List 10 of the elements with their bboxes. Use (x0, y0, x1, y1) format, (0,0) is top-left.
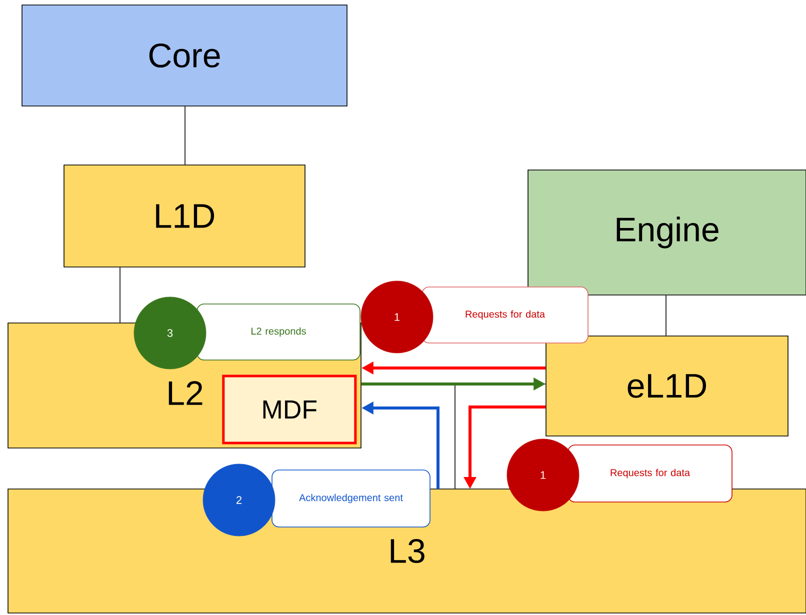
cache-box: eL1D (546, 336, 788, 436)
engine-box: Engine (528, 170, 806, 296)
buffer-box: MDF (222, 374, 357, 444)
callout-box: Acknowledgement sent (272, 470, 430, 528)
connector-line (184, 106, 186, 165)
callout-box: L2 responds (196, 304, 360, 360)
cache-box: L1D (64, 164, 306, 268)
cache-box: Core (22, 4, 348, 106)
callout-box: Requests for data (422, 286, 588, 344)
callout-box: Requests for data (568, 444, 732, 502)
